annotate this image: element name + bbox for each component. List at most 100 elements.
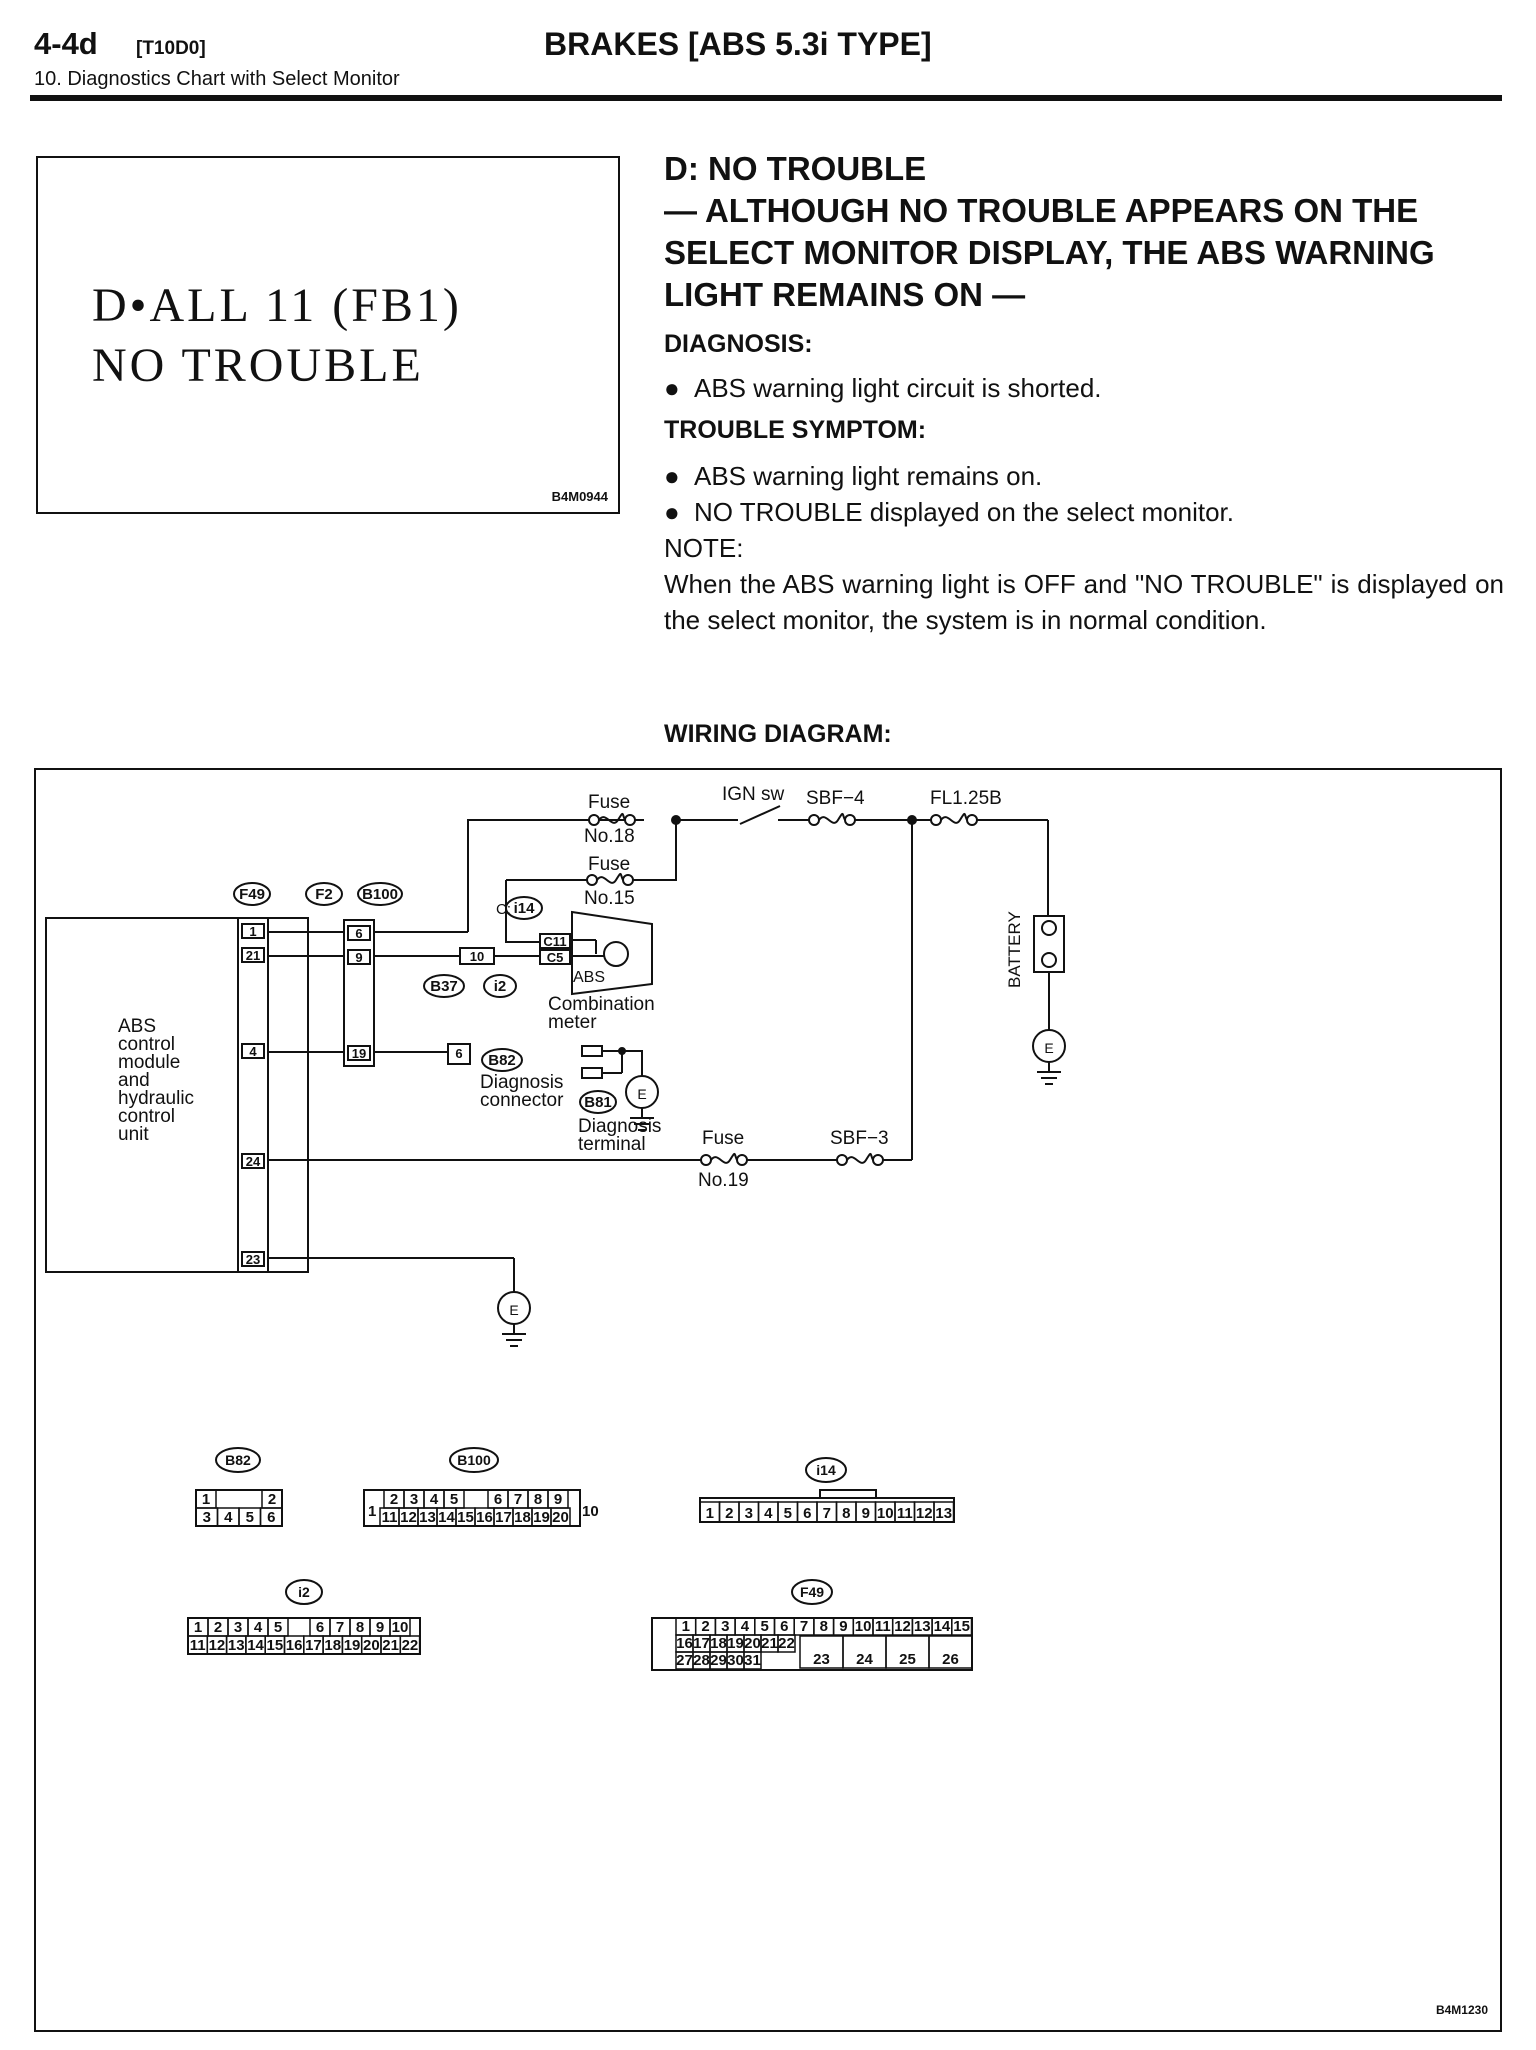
pin-number: 20 — [363, 1637, 380, 1654]
fault-title-block: D: NO TROUBLE — ALTHOUGH NO TROUBLE APPE… — [664, 148, 1484, 316]
f49-connector-strip — [237, 917, 269, 1273]
fuse-15-icon — [586, 872, 634, 886]
pin-number: 14 — [247, 1637, 264, 1654]
wiring-diagram: F49 F2 B100 B37 i2 i14 B82 B81 C: 1 21 4… — [34, 768, 1502, 2032]
connector-b81-label: B81 — [584, 1094, 612, 1111]
pin-number: 10 — [877, 1505, 894, 1522]
connector-badges: F49 F2 B100 B37 i2 i14 B82 B81 — [233, 882, 617, 1114]
note-text: When the ABS warning light is OFF and "N… — [664, 569, 1504, 635]
pin-number: 25 — [899, 1651, 916, 1668]
pinout-b100-label: B100 — [457, 1452, 491, 1468]
pin-number: 12 — [894, 1618, 911, 1635]
abs-module-box — [45, 917, 309, 1273]
pinout-i14-label: i14 — [816, 1462, 836, 1478]
pin-number: 3 — [745, 1505, 753, 1522]
symptom-item: ●ABS warning light remains on. — [664, 458, 1504, 494]
pin-number: 13 — [935, 1505, 952, 1522]
pin-number: 9 — [839, 1618, 847, 1635]
pin-number: 15 — [953, 1618, 970, 1635]
pin-number: 2 — [268, 1491, 276, 1508]
pin-number: 11 — [190, 1637, 206, 1654]
pin-number: 2 — [701, 1618, 709, 1635]
sbf3-label: SBF−3 — [830, 1128, 889, 1149]
pin-number: 19 — [533, 1509, 550, 1526]
pin-number: 9 — [862, 1505, 870, 1522]
pin-number: 1 — [706, 1505, 714, 1522]
pin-cell — [777, 1634, 796, 1653]
fuse-19-icon — [700, 1152, 748, 1166]
pin-number: 22 — [402, 1637, 419, 1654]
pinout-b82-label: B82 — [225, 1452, 251, 1468]
display-line-1: D•ALL 11 (FB1) — [92, 279, 462, 332]
sbf3-fuse-icon — [836, 1152, 884, 1166]
connector-i2-label: i2 — [494, 978, 507, 995]
pinout-f49-label: F49 — [800, 1584, 824, 1600]
pin-number: 6 — [267, 1509, 275, 1526]
pin-number: 28 — [693, 1652, 710, 1669]
combination-meter-label-2: meter — [548, 1012, 597, 1033]
pin-number: 26 — [942, 1651, 959, 1668]
pin-number: 8 — [356, 1619, 364, 1636]
wiring-heading: WIRING DIAGRAM: — [664, 720, 892, 748]
pin-number: 2 — [214, 1619, 222, 1636]
b100-connector-strip — [343, 919, 375, 1067]
fault-subtitle: — ALTHOUGH NO TROUBLE APPEARS ON THE SEL… — [664, 192, 1435, 313]
pin-number: 3 — [203, 1509, 211, 1526]
pin-number: 15 — [267, 1637, 284, 1654]
pin-number: 14 — [438, 1509, 455, 1526]
diagnosis-connector-label-1: Diagnosis — [480, 1072, 563, 1093]
pin-number: 6 — [780, 1618, 788, 1635]
fuse-18-number: No.18 — [584, 826, 635, 847]
pin-number: 3 — [410, 1491, 418, 1508]
pin-number: 2 — [390, 1491, 398, 1508]
connector-f2-label: F2 — [315, 886, 333, 903]
connector-b37-label: B37 — [430, 978, 458, 995]
connector-b82-label: B82 — [488, 1052, 516, 1069]
fuse-19-number: No.19 — [698, 1170, 749, 1191]
abs-module-label-7: unit — [118, 1124, 149, 1145]
connector-i14-prefix: C: — [496, 901, 511, 918]
pin-label: 10 — [470, 949, 484, 964]
pin-number: 5 — [760, 1618, 768, 1635]
pin-label: 6 — [355, 926, 362, 941]
connector-f49-label: F49 — [239, 886, 265, 903]
section-code: [T10D0] — [136, 38, 206, 59]
pin-number: 20 — [552, 1509, 569, 1526]
pin-number: 17 — [495, 1509, 512, 1526]
pin-number: 19 — [344, 1637, 361, 1654]
abs-module-label-6: control — [118, 1106, 175, 1127]
pin-number: 27 — [676, 1652, 693, 1669]
pin-number: 1 — [682, 1618, 690, 1635]
symptom-heading: TROUBLE SYMPTOM: — [664, 416, 927, 444]
ground-label: E — [509, 1302, 518, 1318]
fault-title: D: NO TROUBLE — [664, 150, 927, 187]
pin-number: 16 — [476, 1509, 493, 1526]
pin-number: 10 — [855, 1618, 872, 1635]
diagnosis-heading: DIAGNOSIS: — [664, 330, 813, 358]
page-subtitle: 10. Diagnostics Chart with Select Monito… — [34, 68, 400, 90]
pin-number: 5 — [784, 1505, 792, 1522]
fuse-15-label: Fuse — [588, 854, 630, 875]
page-title: BRAKES [ABS 5.3i TYPE] — [544, 26, 932, 62]
pin-label: 23 — [246, 1252, 260, 1267]
pin-number: 5 — [450, 1491, 458, 1508]
pin-cell — [399, 1635, 421, 1655]
pin-number: 8 — [534, 1491, 542, 1508]
pin-label: C5 — [547, 950, 564, 965]
pin-number: 11 — [382, 1509, 398, 1526]
pin-number: 29 — [710, 1652, 727, 1669]
pin-number: 21 — [761, 1635, 778, 1652]
abs-module-label-4: and — [118, 1070, 150, 1091]
pin-number: 4 — [224, 1509, 233, 1526]
pin-number: 4 — [741, 1618, 750, 1635]
abs-lamp-label: ABS — [573, 969, 605, 986]
fl125b-fuse-icon — [930, 812, 978, 826]
symptom-item: ●NO TROUBLE displayed on the select moni… — [664, 494, 1504, 530]
pin-number: 4 — [430, 1491, 439, 1508]
pin-label: 21 — [246, 948, 260, 963]
display-figure-code: B4M0944 — [551, 489, 608, 504]
pin-number: 14 — [934, 1618, 951, 1635]
select-monitor-display: D•ALL 11 (FB1) NO TROUBLE B4M0944 — [36, 156, 620, 514]
pin-number: 6 — [494, 1491, 502, 1508]
